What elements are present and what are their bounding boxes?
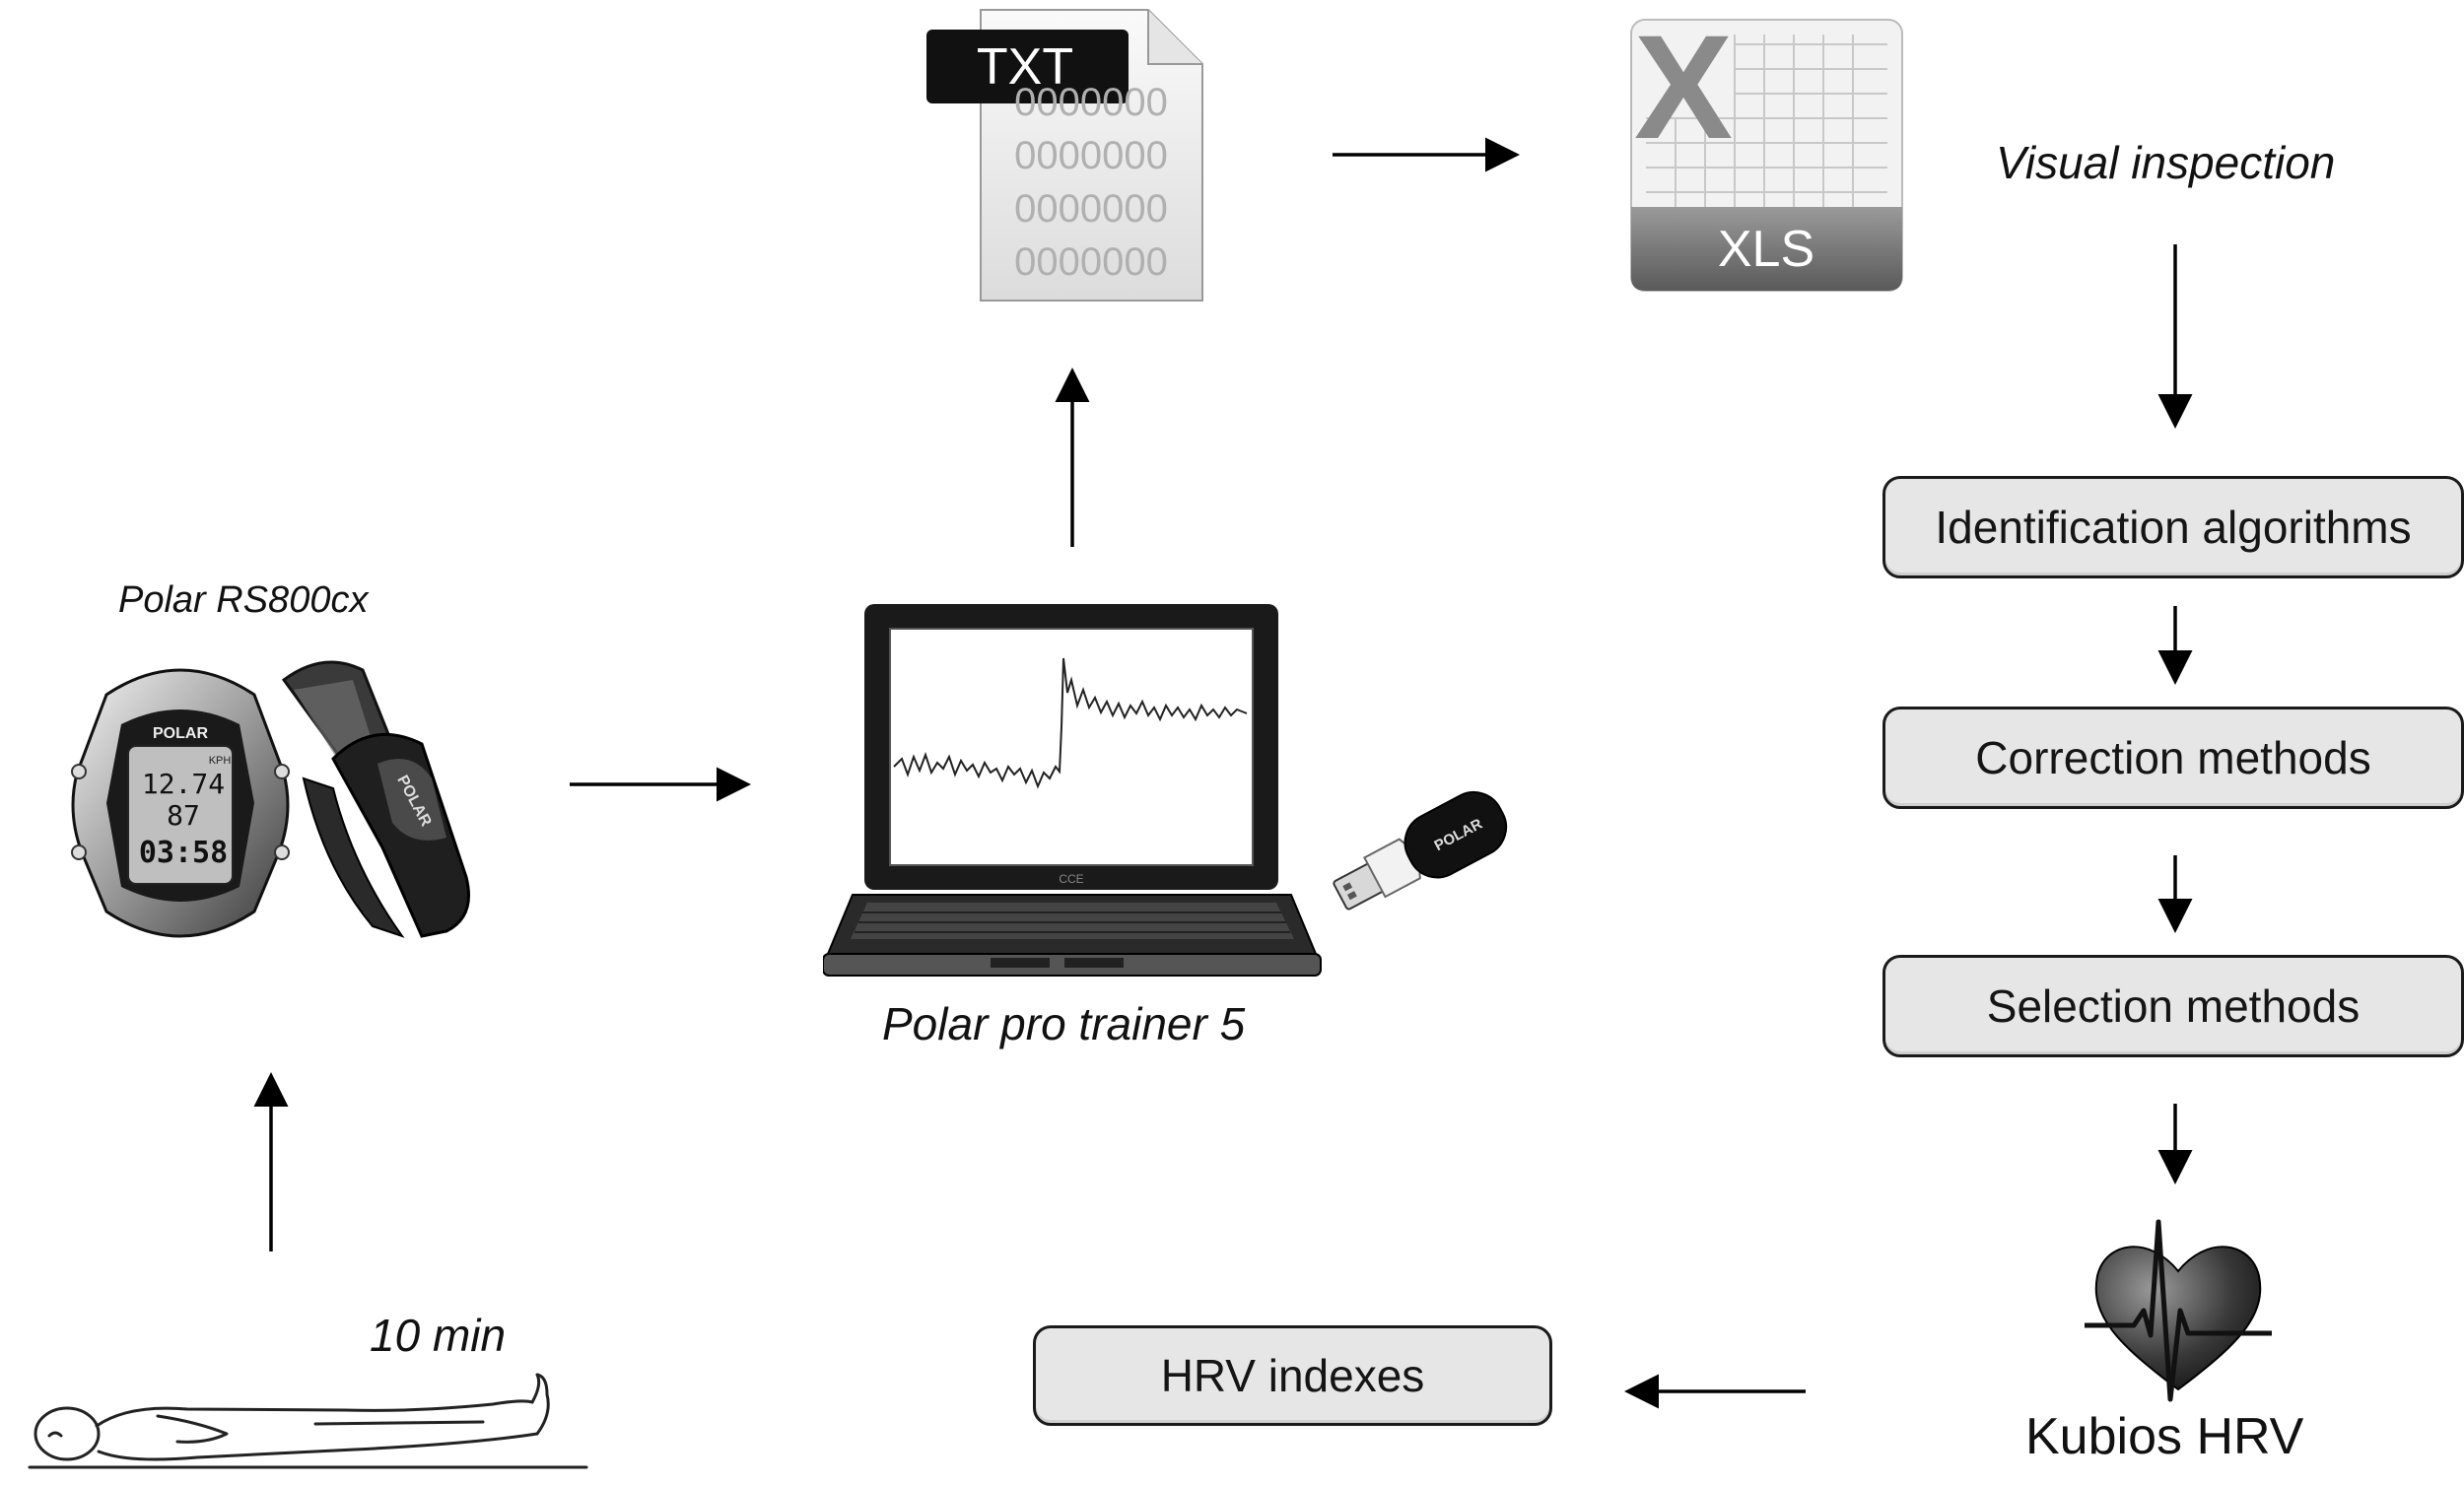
laptop-icon: CCE [823,604,1322,977]
identification-algorithms-label: Identification algorithms [1935,502,2412,553]
person-lying-icon [28,1373,588,1469]
txt-digits-1: 0000000 [1014,81,1168,124]
watch-line2: 87 [167,799,200,832]
selection-methods-label: Selection methods [1986,980,2361,1032]
txt-file-icon: TXT 0000000 0000000 0000000 0000000 [926,9,1203,302]
ecg-trace [893,657,1248,789]
identification-algorithms-box: Identification algorithms [1882,476,2464,578]
txt-label: TXT [977,38,1073,96]
watch-line3: 03:58 [139,836,228,870]
watch-icon: POLAR KPH 12.74 87 03:58 [71,668,290,938]
watch-unit: KPH [209,755,232,767]
txt-digits-3: 0000000 [1014,187,1168,231]
heart-ecg-icon [2085,1219,2272,1402]
xls-x-glyph: X [1634,15,1733,169]
txt-digits-4: 0000000 [1014,240,1168,284]
chest-strap-icon: POLAR [281,660,470,938]
duration-label: 10 min [370,1310,507,1361]
correction-methods-label: Correction methods [1975,732,2371,783]
txt-digits-2: 0000000 [1014,134,1168,177]
software-label: Polar pro trainer 5 [882,998,1246,1049]
watch-line1: 12.74 [142,768,225,800]
watch-brand: POLAR [153,725,208,742]
visual-inspection-label: Visual inspection [1996,137,2336,188]
xls-file-icon: X XLS [1630,15,1903,292]
hrv-indexes-box: HRV indexes [1033,1325,1552,1426]
laptop-brand: CCE [1059,872,1083,886]
hrv-indexes-label: HRV indexes [1160,1350,1425,1401]
xls-label: XLS [1718,221,1814,278]
selection-methods-box: Selection methods [1882,955,2464,1057]
usb-icon: POLAR [1333,791,1508,911]
correction-methods-box: Correction methods [1882,707,2464,809]
polar-device-label: Polar RS800cx [118,579,369,621]
kubios-label: Kubios HRV [2025,1408,2304,1465]
